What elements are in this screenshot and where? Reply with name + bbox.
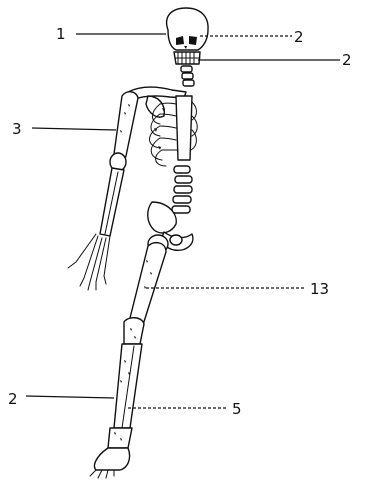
label-skull-right: 2: [294, 28, 304, 46]
cervical-spine: [181, 66, 194, 86]
left-arm: [68, 92, 138, 290]
skull: [167, 8, 208, 50]
leader-lines: [26, 34, 340, 408]
label-jaw-right: 2: [342, 51, 352, 69]
rib-cage: [150, 96, 198, 166]
jaw: [174, 52, 200, 64]
leader-line-2c: [26, 396, 114, 398]
leg: [90, 235, 168, 478]
label-skull-left: 1: [56, 25, 66, 43]
label-leg-right: 5: [232, 400, 242, 418]
lumbar-spine: [172, 166, 192, 213]
label-arm-left: 3: [12, 120, 22, 138]
leader-line-3: [32, 128, 116, 130]
label-leg-left: 2: [8, 390, 18, 408]
label-femur-right: 13: [310, 280, 329, 298]
